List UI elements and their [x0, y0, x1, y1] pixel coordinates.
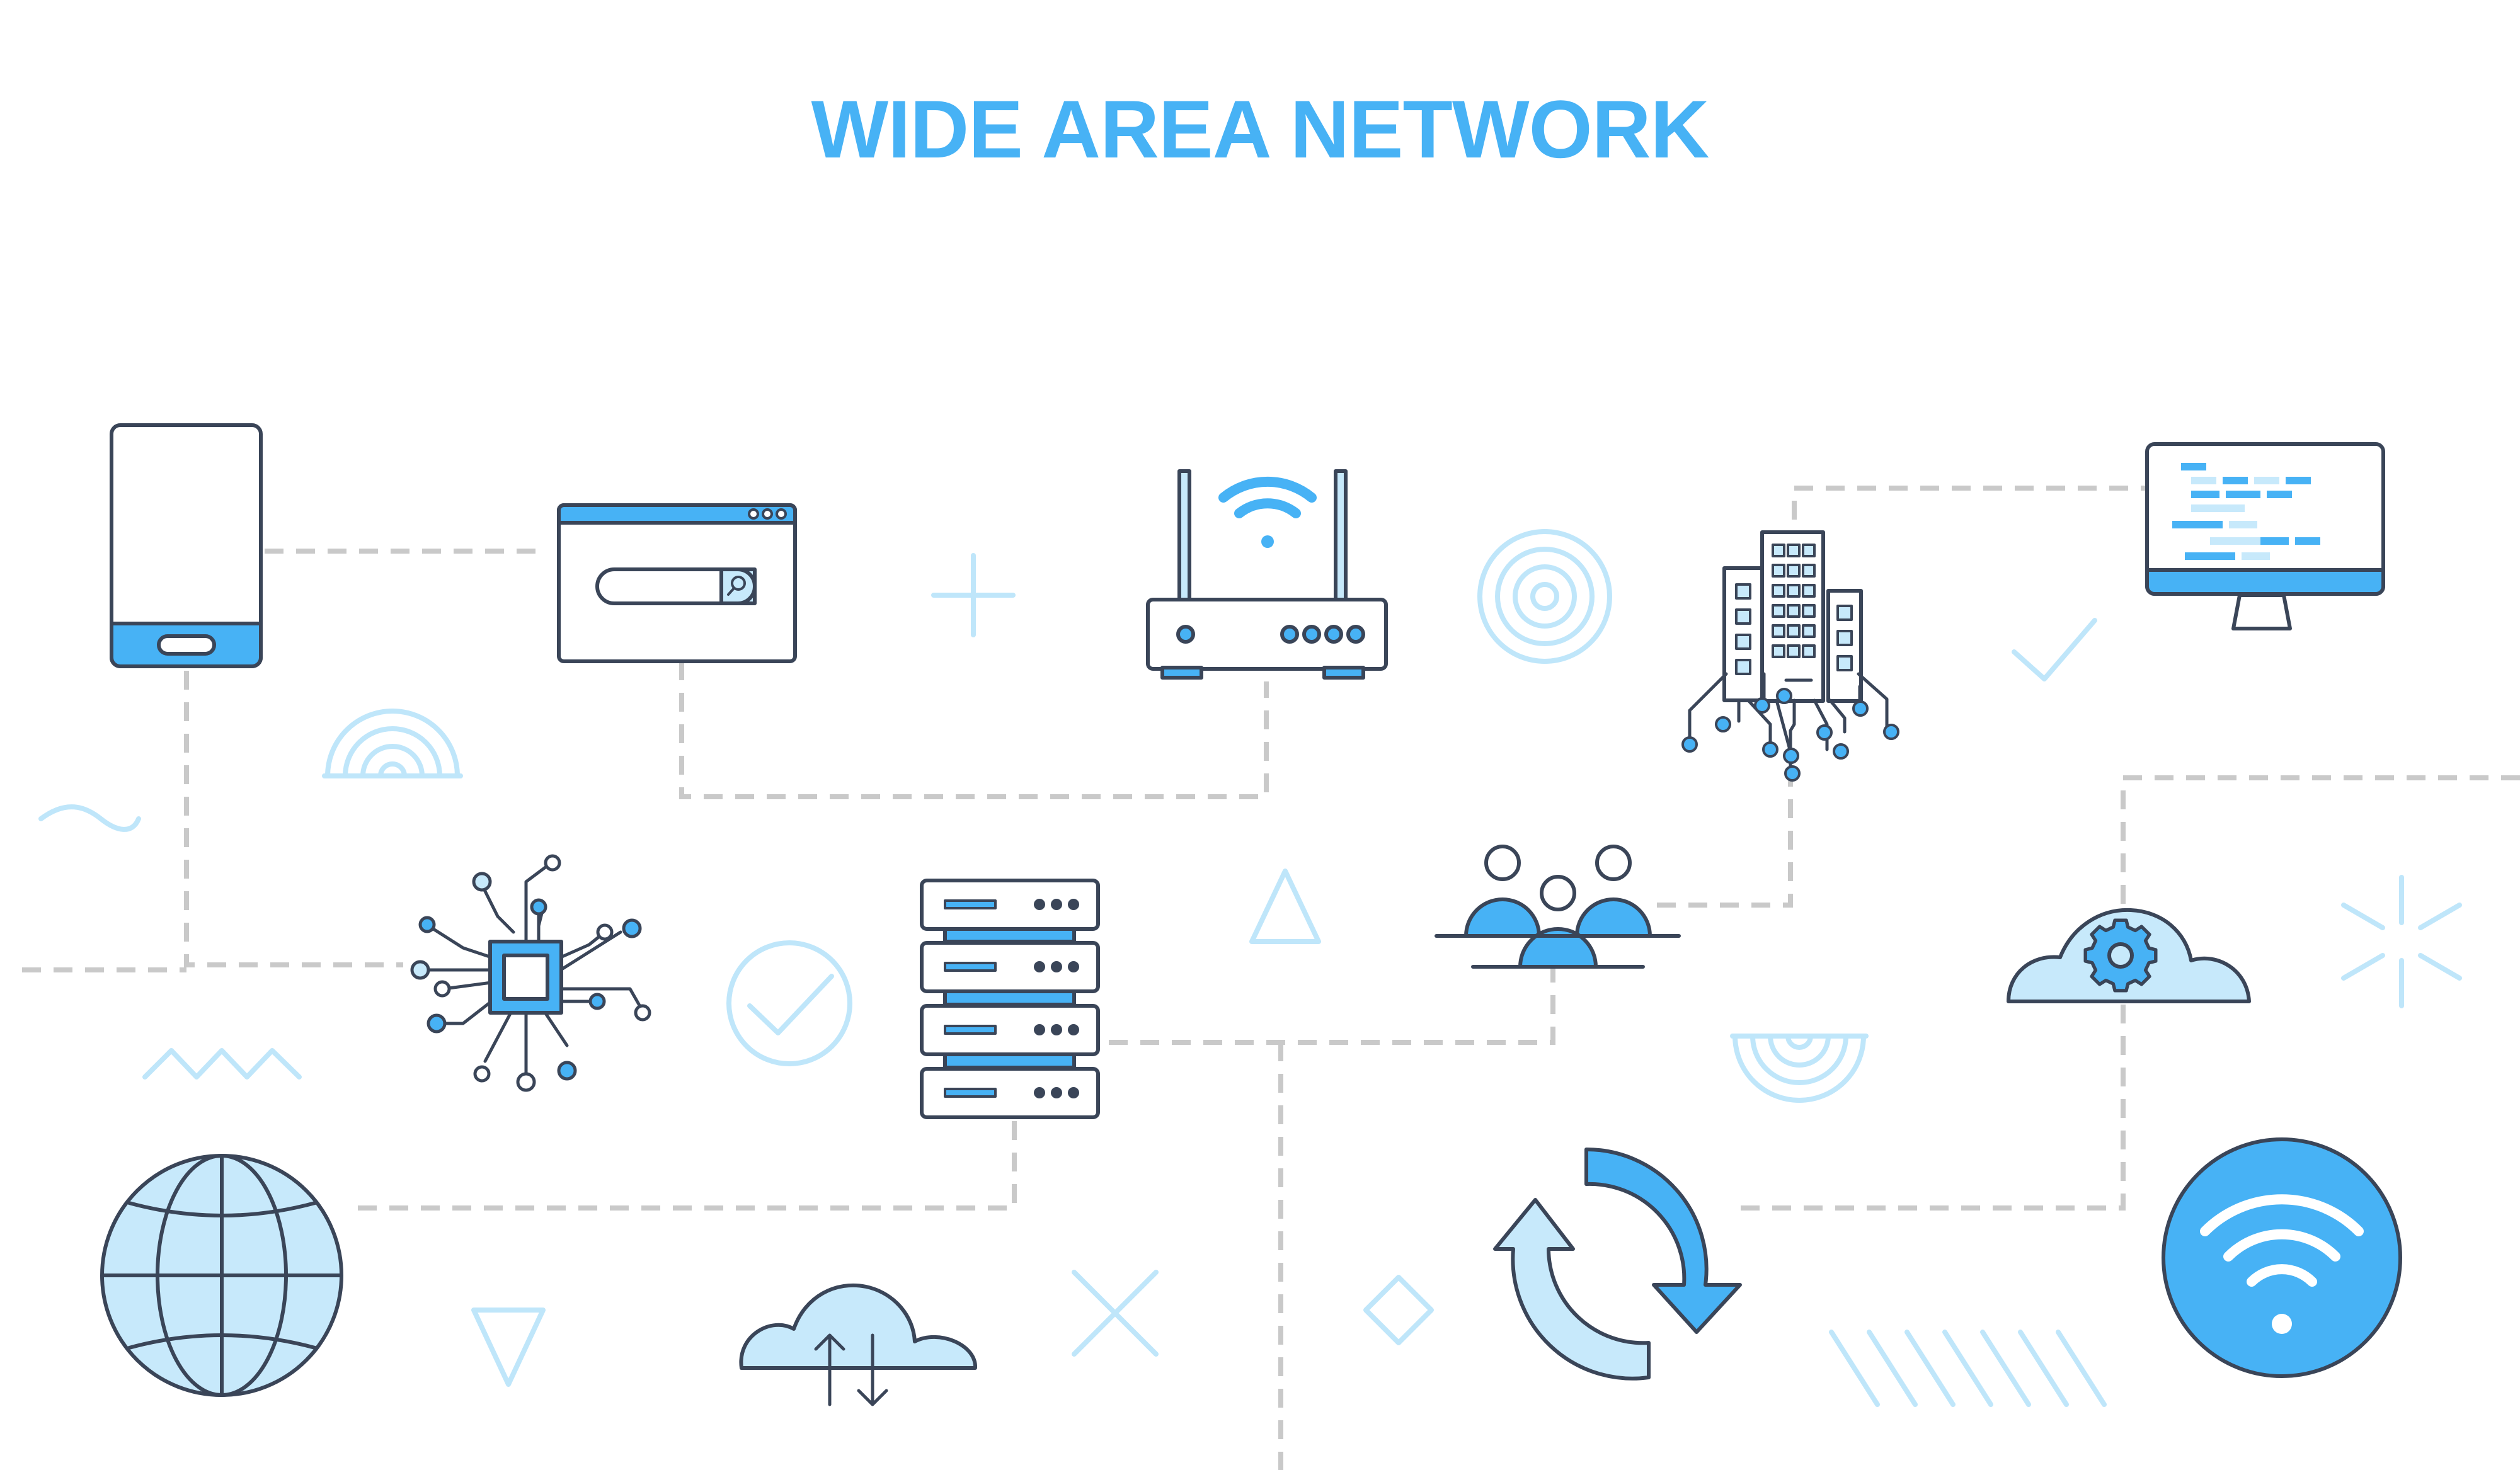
x-shape: [1072, 1270, 1159, 1357]
sync-arrows-icon: [1493, 1147, 1742, 1381]
cloud-gear-icon: [2007, 908, 2251, 1003]
connector-city-monitor: [1792, 486, 2147, 520]
connector-phone-chip: [184, 671, 403, 967]
hatch-shape: [1829, 1330, 2107, 1407]
browser-search-icon: [557, 503, 797, 663]
connector-group-city: [1657, 772, 1793, 908]
plus-shape: [931, 553, 1016, 637]
globe-icon: [100, 1154, 343, 1397]
user-group-icon: [1435, 845, 1681, 969]
target-rings-shape: [1477, 529, 1612, 664]
server-rack-icon: [920, 879, 1100, 1119]
check-mark-shape: [2012, 618, 2097, 681]
zigzag-shape: [142, 1048, 302, 1080]
code-monitor-icon: [2145, 442, 2385, 630]
connector-server-group: [1109, 967, 1555, 1045]
triangle-up-shape: [1249, 869, 1321, 944]
triangle-down-shape: [471, 1308, 546, 1387]
cloud-transfer-icon: [739, 1283, 978, 1406]
half-rings-down-shape: [1730, 1034, 1869, 1103]
half-rings-shape: [322, 709, 463, 778]
page-title: WIDE AREA NETWORK: [811, 83, 1710, 175]
wifi-circle-icon: [2162, 1137, 2402, 1378]
connector-server-globe: [346, 1121, 1017, 1211]
connector-lines: [22, 486, 2520, 1470]
city-network-icon: [1681, 530, 1899, 782]
sparkle-shape: [2341, 875, 2462, 1008]
connector-right-edge: [2121, 775, 2520, 932]
wifi-router-icon: [1146, 469, 1388, 680]
decorations: [38, 529, 2462, 1407]
check-circle-shape: [726, 940, 852, 1066]
processor-chip-icon: [410, 854, 651, 1092]
diamond-shape: [1363, 1275, 1434, 1345]
connector-browser-router: [679, 661, 1269, 799]
smartphone-icon: [110, 423, 263, 668]
tilde-shape: [38, 804, 141, 832]
connector-cloud-wifi: [1732, 1005, 2126, 1211]
